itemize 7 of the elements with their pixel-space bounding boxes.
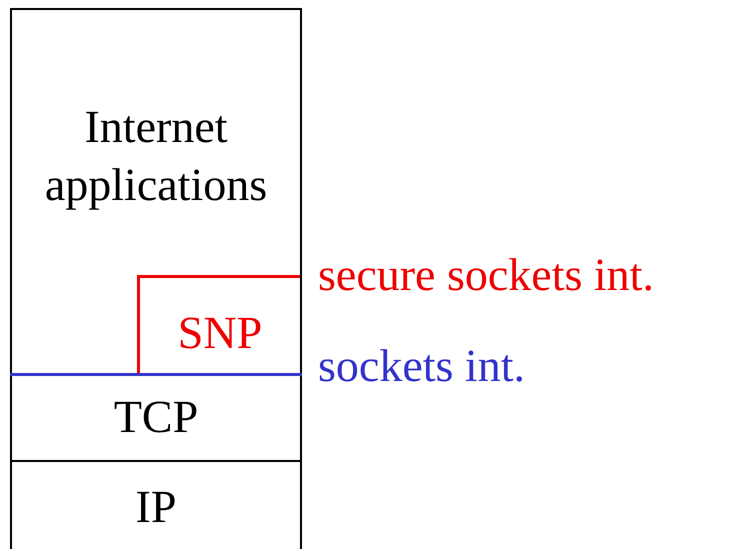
layer-box	[10, 460, 302, 549]
layer-label: IP	[134, 480, 178, 534]
layer-label: SNP	[176, 306, 264, 360]
interface-label: secure sockets int.	[318, 252, 654, 298]
layer-label: Internet applications	[44, 100, 268, 212]
layer-label: TCP	[112, 390, 200, 444]
interface-label: sockets int.	[318, 343, 525, 389]
